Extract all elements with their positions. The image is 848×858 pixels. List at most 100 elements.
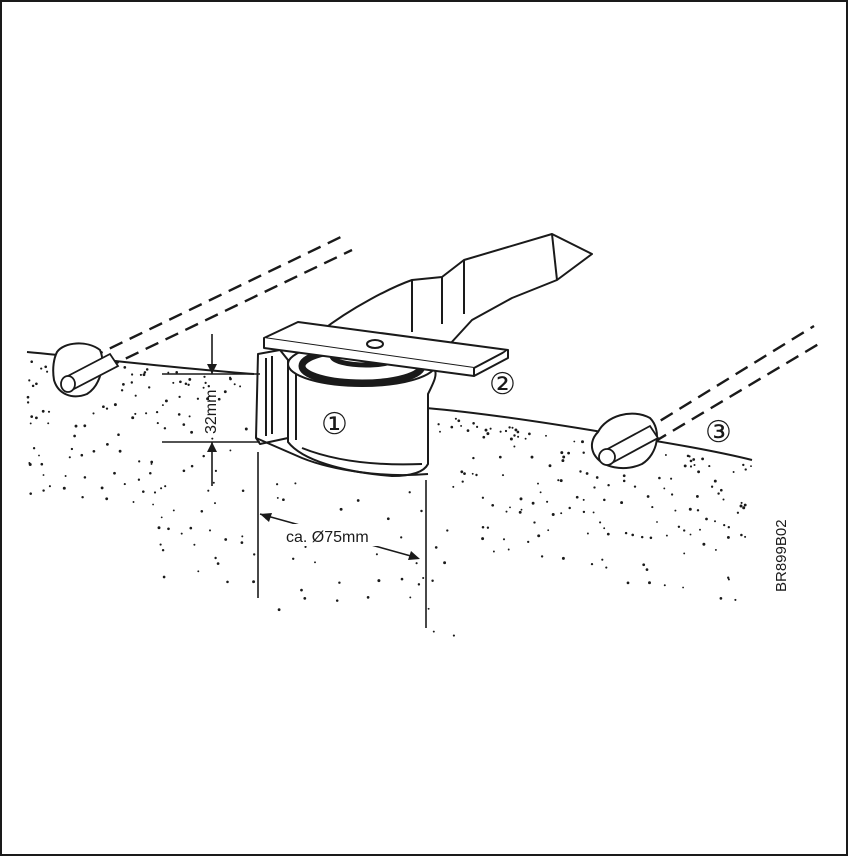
soil-dot bbox=[164, 399, 168, 403]
soil-dot bbox=[161, 548, 165, 552]
soil-dot bbox=[68, 456, 71, 459]
soil-dot bbox=[143, 371, 147, 374]
soil-dot bbox=[513, 434, 516, 437]
soil-dot bbox=[622, 479, 626, 483]
soil-dot bbox=[727, 526, 730, 529]
soil-dot bbox=[482, 435, 486, 439]
soil-dot bbox=[727, 578, 730, 581]
soil-dot bbox=[674, 509, 677, 512]
soil-dot bbox=[714, 548, 717, 551]
soil-dot bbox=[732, 471, 735, 473]
soil-dot bbox=[670, 493, 674, 496]
soil-dot bbox=[81, 495, 84, 499]
soil-dot bbox=[184, 382, 188, 386]
soil-dot bbox=[74, 424, 78, 428]
soil-dot bbox=[182, 469, 186, 473]
soil-dot bbox=[686, 454, 690, 458]
soil-dot bbox=[626, 581, 630, 585]
soil-dot bbox=[546, 500, 549, 503]
soil-dot bbox=[579, 470, 582, 473]
soil-dot bbox=[486, 526, 490, 529]
soil-dot bbox=[294, 482, 297, 485]
soil-dot bbox=[559, 479, 563, 483]
soil-dot bbox=[705, 517, 708, 521]
diameter-label: ca. Ø75mm bbox=[286, 529, 369, 546]
soil-dot bbox=[80, 453, 84, 457]
soil-dot bbox=[415, 562, 418, 565]
soil-dot bbox=[656, 521, 658, 523]
soil-dot bbox=[573, 440, 576, 443]
soil-dot bbox=[276, 483, 279, 486]
soil-dot bbox=[29, 492, 32, 495]
soil-dot bbox=[582, 451, 585, 454]
soil-dot bbox=[252, 580, 256, 584]
soil-dot bbox=[663, 584, 666, 587]
soil-dot bbox=[696, 509, 700, 512]
soil-dot bbox=[744, 535, 747, 538]
soil-dot bbox=[338, 581, 341, 584]
soil-dot bbox=[188, 377, 192, 381]
soil-dot bbox=[31, 384, 35, 388]
soil-dot bbox=[642, 563, 646, 567]
diameter-label-bg bbox=[284, 524, 390, 546]
soil-dot bbox=[575, 495, 579, 499]
soil-dot bbox=[701, 457, 704, 461]
soil-dot bbox=[150, 460, 154, 464]
soil-dot bbox=[164, 485, 167, 488]
soil-dot bbox=[40, 367, 43, 370]
soil-dot bbox=[472, 422, 475, 425]
soil-dot bbox=[400, 577, 404, 581]
soil-dot bbox=[481, 496, 485, 499]
soil-dot bbox=[461, 480, 464, 483]
soil-dot bbox=[585, 472, 589, 475]
soil-dot bbox=[454, 417, 457, 420]
soil-dot bbox=[646, 495, 650, 498]
soil-dot bbox=[304, 545, 307, 549]
soil-dot bbox=[648, 581, 651, 585]
soil-dot bbox=[603, 527, 606, 530]
soil-dot bbox=[560, 512, 563, 515]
soil-dot bbox=[200, 510, 204, 513]
soil-dot bbox=[203, 375, 206, 378]
soil-dot bbox=[689, 533, 692, 536]
soil-dot bbox=[649, 536, 653, 540]
soil-dot bbox=[548, 464, 552, 468]
soil-dot bbox=[677, 525, 681, 528]
soil-dot bbox=[520, 508, 523, 511]
soil-dot bbox=[736, 511, 740, 514]
soil-dot bbox=[300, 588, 303, 592]
drawing-code: BR899B02 bbox=[773, 519, 790, 592]
soil-dot bbox=[475, 473, 478, 477]
soil-dot bbox=[719, 488, 723, 492]
soil-dot bbox=[476, 425, 479, 428]
soil-dot bbox=[466, 429, 470, 432]
callout-3: ③ bbox=[705, 416, 732, 449]
soil-dot bbox=[702, 542, 706, 546]
soil-dot bbox=[547, 529, 550, 532]
soil-dot bbox=[217, 397, 221, 401]
soil-dot bbox=[132, 501, 135, 503]
soil-dot bbox=[211, 437, 214, 440]
soil-dot bbox=[633, 485, 637, 488]
soil-dot bbox=[26, 401, 30, 404]
soil-dot bbox=[226, 580, 229, 584]
soil-dot bbox=[582, 498, 585, 501]
soil-dot bbox=[356, 499, 360, 502]
soil-dot bbox=[159, 543, 162, 546]
soil-dot bbox=[450, 425, 454, 429]
soil-dot bbox=[223, 390, 227, 394]
soil-dot bbox=[744, 468, 747, 471]
callout-1: ① bbox=[321, 408, 348, 441]
soil-dot bbox=[624, 531, 628, 535]
soil-stipple bbox=[26, 360, 752, 637]
soil-dot bbox=[212, 481, 215, 484]
soil-dot bbox=[688, 507, 692, 511]
soil-dot bbox=[206, 397, 210, 401]
soil-dot bbox=[714, 520, 716, 523]
soil-dot bbox=[501, 474, 505, 477]
soil-dot bbox=[139, 373, 142, 376]
soil-dot bbox=[177, 413, 181, 416]
soil-dot bbox=[481, 537, 485, 541]
soil-dot bbox=[130, 381, 134, 384]
